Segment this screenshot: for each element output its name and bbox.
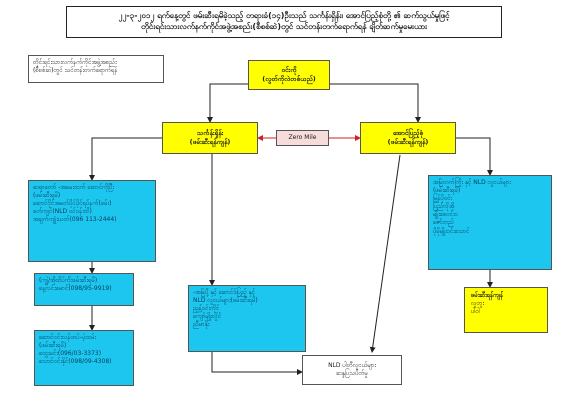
- remaining-to-arrest-box: ဖမ်းဆီးရန်ကျန် လူတူး ပါဝါ: [464, 287, 548, 333]
- zero-mile-text: Zero Mile: [288, 133, 317, 141]
- diagram-title: ၂၂-၃-၂၀၁၂ ရက်နေ့တွင် ဖမ်းဆီးရမိခဲ့သည့် တ…: [66, 6, 502, 38]
- left3-item: ထွေးမင်း(096/03-3373): [39, 350, 102, 358]
- nld-youth-protest-box: NLD ပါတီလူငယ်များ ဆန္ဒပြသပိတ်မှု: [302, 355, 402, 385]
- node-win-ko: ဝင်းကို (လွတ်ကိုလဲတစ်ယည်): [248, 60, 330, 90]
- center-item: -အမြဲပို့ နှင့် ဆောင်ဒ်ပြည့် နှင့်: [193, 289, 256, 296]
- title-line-1: ၂၂-၃-၂၀၁၂ ရက်နေ့တွင် ဖမ်းဆီးရမိခဲ့သည့် တ…: [118, 11, 450, 21]
- left1-item: ဆောင်ဝိုင်အမတ်ပိုင်ပိုင်ရပ်နက်(ဖမ်း): [33, 200, 112, 208]
- right-item: အမြဲတက်ကြိုး နှင့် NLD လူငယ်များ: [433, 179, 511, 186]
- left1-item: ခတ်ကျင်(NLD ဝင်ဝန်းထိ): [33, 208, 92, 216]
- right-item: မြန်ပိုဝင်း: [433, 195, 453, 203]
- center-item: NLD လူငယ်များ(ဖမ်းဆီးရမိ): [193, 297, 258, 305]
- arrow-top-to-left: [207, 83, 248, 123]
- training-note-line-2: (စီစစ်ဆဲ)တွင် သင်တန်းတက်ရောက်ရန်: [33, 67, 118, 75]
- nld-youth-line-1: NLD ပါတီလူငယ်များ: [328, 361, 376, 369]
- node-win-ko-name: ဝင်းကို: [281, 66, 297, 75]
- node-thingan-shein-status: (ဖမ်းဆီးရန်ကျန်): [189, 138, 231, 146]
- arrow-right-to-rightcol: [456, 137, 493, 176]
- left1-item: အချက်ကျုံးယတ်(096 113-2444): [33, 216, 117, 224]
- node-thingan-shein: သင်္ကန်းရှိန်း (ဖမ်းဆီးရန်ကျန်): [162, 122, 258, 154]
- left-arrested-group-3: ဆောင်ဝင်းလန်ထပ်-ပဲ့ထမ်း (ဖမ်းဆီးရမိ) ထွေ…: [34, 330, 134, 386]
- node-aung-pyae-sone-name: အောင်ပြည့်စုံ: [392, 129, 424, 138]
- right-item: ပြည်လိုအို: [433, 203, 455, 211]
- training-note-line-1: တိုင်းရင်းသားလက်နက်ကိုင်အဖွဲ့အစည်း: [33, 59, 117, 66]
- right-item: (ဖမ်းဆီးရမိ): [433, 187, 461, 195]
- title-line-2: တိုင်းရင်းသားလက်နက်ကိုင်အဖွဲ့အစည်း(စီစစ်…: [140, 22, 428, 31]
- node-aung-pyae-sone-status: (ဖမ်းဆီးရန်ကျန်): [387, 138, 429, 146]
- left1-item: (ဖမ်းဆီးရမိ): [33, 192, 61, 200]
- arrow-top-to-right: [330, 83, 421, 123]
- zero-mile-label: Zero Mile: [276, 130, 329, 146]
- left-arrested-group-2: (ကျွဲ/အိုထိပ်ကိုးဖမ်းဆီးရမိ) နေ့လင်းမောင…: [34, 273, 134, 306]
- right-item: ဇော်ဘည်: [433, 219, 454, 227]
- left3-item: ဆောင်ဝင်းလန်ထပ်-ပဲ့ထမ်း: [39, 334, 97, 341]
- nld-youth-line-2: ဆန္ဒပြသပိတ်မှု: [336, 370, 368, 377]
- center-arrested-group: -အမြဲပို့ နှင့် ဆောင်ဒ်ပြည့် နှင့် NLD လ…: [188, 285, 306, 352]
- left3-item: (ဖမ်းဆီးရမိ): [39, 342, 67, 350]
- left2-item: (ကျွဲ/အိုထိပ်ကိုးဖမ်းဆီးရမိ): [39, 277, 98, 284]
- right-arrested-group: အမြဲတက်ကြိုး နှင့် NLD လူငယ်များ (ဖမ်းဆီ…: [428, 175, 552, 270]
- remaining-title: ဖမ်းဆီးရန်ကျန်: [471, 292, 504, 299]
- center-item: ညွှန့်ဝင်းကိုင်: [193, 305, 220, 313]
- remaining-item: ပါဝါ: [471, 308, 480, 316]
- arrow-right-to-bottom: [369, 154, 401, 353]
- center-item: ကျော်မျိုးလှိုင်: [193, 313, 222, 321]
- left1-item: ဆရာတော် -အမေးထက် ဆောင်ကိုပြီး: [33, 184, 115, 191]
- left3-item: သောင်ဝင်းနိုင်(098/09-4308): [39, 358, 112, 366]
- arrow-bottomcenter-to-bottom: [211, 352, 303, 375]
- node-win-ko-status: (လွတ်ကိုလဲတစ်ယည်): [262, 75, 316, 83]
- node-aung-pyae-sone: အောင်ပြည့်စုံ (ဖမ်းဆီးရန်ကျန်): [360, 122, 456, 154]
- node-thingan-shein-name: သင်္ကန်းရှိန်း: [196, 129, 224, 138]
- remaining-item: လူတူး: [471, 300, 484, 308]
- arrow-left-to-leftcol: [89, 137, 162, 181]
- right-item: မျိုးစေဝင်းဝ: [433, 211, 458, 219]
- training-note-box: တိုင်းရင်းသားလက်နက်ကိုင်အဖွဲ့အစည်း (စီစစ…: [28, 55, 164, 83]
- left2-item: နေ့လင်းမောင်(098/95-9919): [39, 285, 112, 293]
- left-arrested-group-1: ဆရာတော် -အမေးထက် ဆောင်ကိုပြီး (ဖမ်းဆီးရမ…: [28, 180, 156, 262]
- center-item: ညီမာနိုး: [193, 321, 210, 329]
- right-item: ပိုမိုမျိုးဝင်းသောင်: [433, 227, 470, 235]
